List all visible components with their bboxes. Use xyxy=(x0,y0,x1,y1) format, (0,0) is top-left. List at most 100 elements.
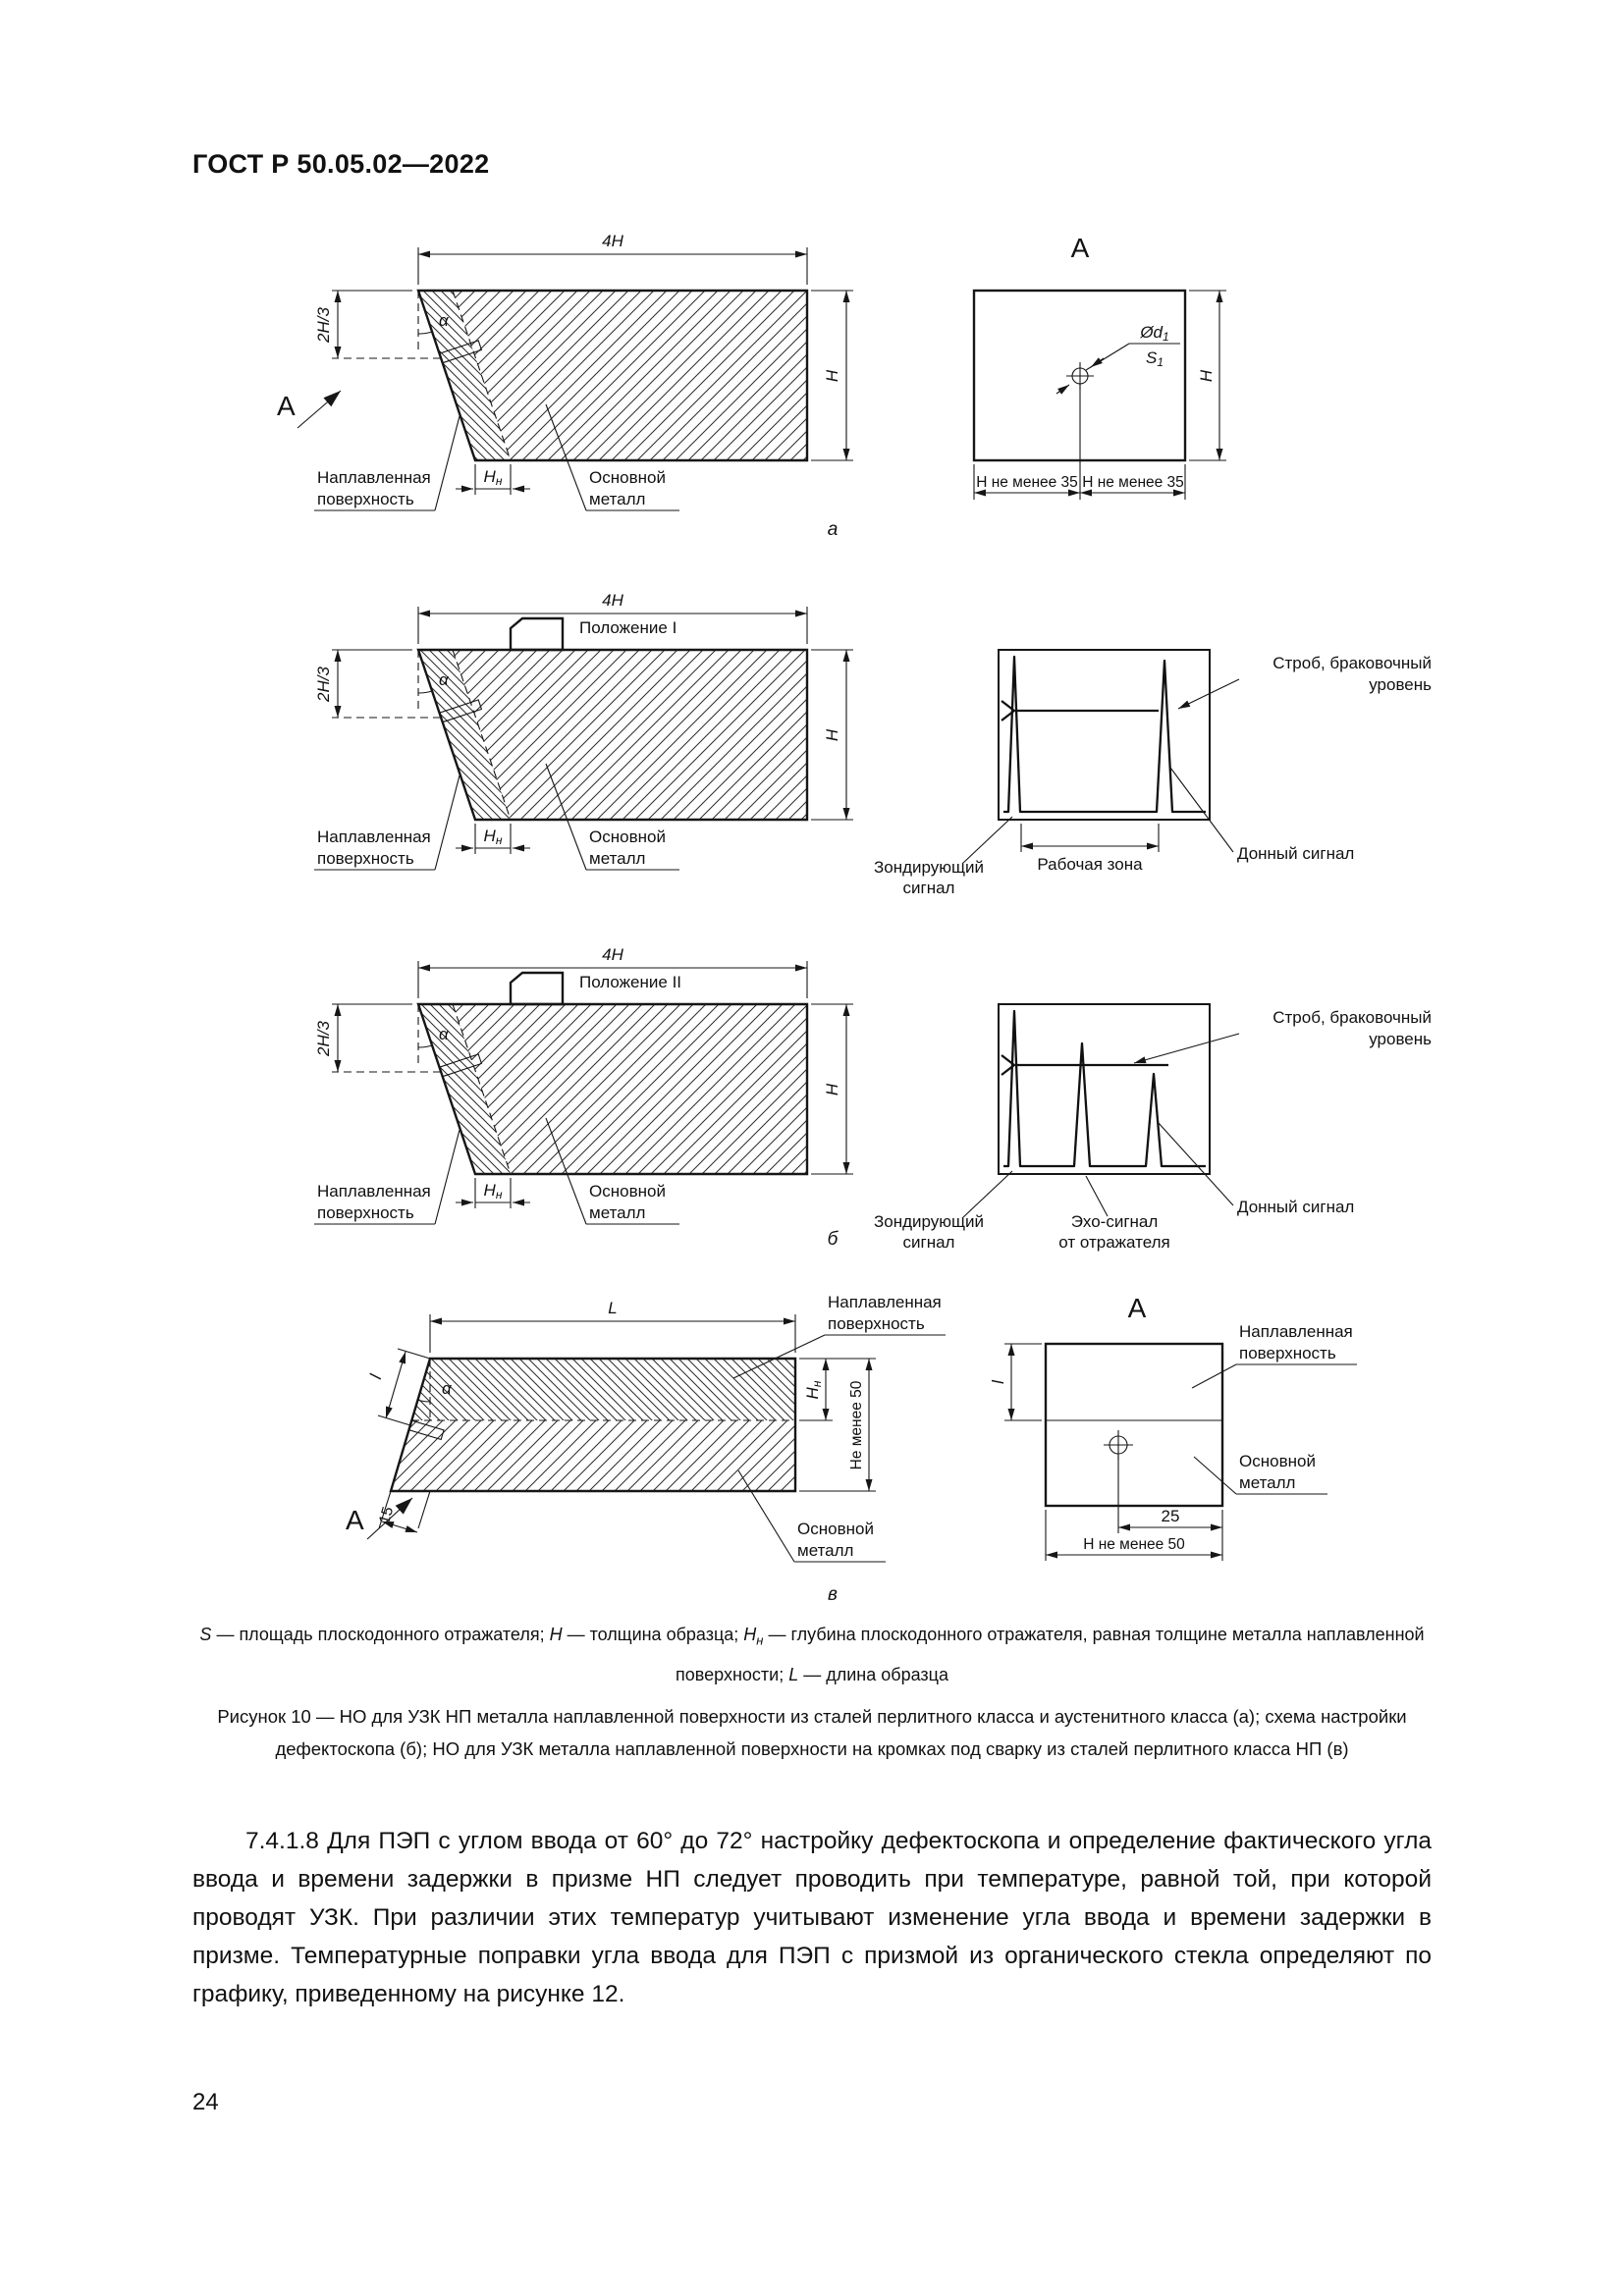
transducer: Положение II xyxy=(509,971,681,1006)
dim-h-view: H xyxy=(1189,290,1226,461)
label-probe-pulse: Зондирующий сигнал xyxy=(874,816,1013,897)
specimen-outline xyxy=(416,648,809,822)
fig-v-specimen: α L l 15 А xyxy=(346,1293,946,1563)
specimen-outline xyxy=(416,1002,809,1176)
figure-legend: S — площадь плоскодонного отражателя; Н … xyxy=(199,1625,1425,1684)
dim-4h: 4H xyxy=(417,945,808,998)
svg-text:Основной: Основной xyxy=(589,828,666,846)
svg-text:А: А xyxy=(277,391,296,421)
hole-callout: Ød1 S1 xyxy=(1085,323,1180,371)
svg-text:металл: металл xyxy=(589,1203,645,1222)
svg-text:поверхность: поверхность xyxy=(317,849,414,868)
label-base-metal: Основной металл xyxy=(545,403,679,511)
svg-text:l: l xyxy=(366,1371,386,1381)
dim-l-slant: l xyxy=(366,1348,431,1426)
svg-text:H: H xyxy=(823,1083,841,1095)
specimen-outline xyxy=(416,289,809,462)
svg-text:L: L xyxy=(608,1299,617,1317)
sub-label-a: а xyxy=(828,519,839,540)
svg-text:Зондирующий: Зондирующий xyxy=(874,1212,984,1231)
svg-text:Ød1: Ød1 xyxy=(1139,323,1168,344)
svg-text:S1: S1 xyxy=(1146,348,1164,369)
dim-hn-right: Нн xyxy=(799,1358,876,1421)
view-direction-arrow: А xyxy=(346,1497,413,1540)
view-direction-arrow: А xyxy=(277,390,342,429)
screen xyxy=(998,649,1211,821)
svg-text:Наплавленная: Наплавленная xyxy=(828,1293,942,1311)
view-face xyxy=(1044,1342,1224,1508)
svg-text:H: H xyxy=(1197,369,1216,382)
label-base-metal: Основной металл xyxy=(1193,1452,1327,1495)
overlay-hatch xyxy=(411,1359,795,1420)
svg-text:H: H xyxy=(823,728,841,741)
svg-text:сигнал: сигнал xyxy=(903,879,955,897)
label-echo-signal: Эхо-сигнал от отражателя xyxy=(1058,1175,1170,1252)
angle-alpha-label: α xyxy=(439,311,450,330)
svg-text:уровень: уровень xyxy=(1369,675,1432,694)
figure-caption: Рисунок 10 — НО для УЗК НП металла напла… xyxy=(217,1706,1407,1759)
gate-marker xyxy=(1001,700,1016,721)
position-label: Положение II xyxy=(579,973,681,991)
fig-b1-scope: Строб, браковочный уровень Зондирующий с… xyxy=(874,649,1432,897)
svg-text:уровень: уровень xyxy=(1369,1030,1432,1048)
svg-text:А: А xyxy=(346,1505,364,1535)
svg-text:Нн: Нн xyxy=(484,467,503,488)
dim-bottom: Н не менее 35 Н не менее 35 xyxy=(973,384,1186,500)
a-scan-trace xyxy=(1003,1009,1206,1168)
svg-text:Нн: Нн xyxy=(484,827,503,847)
svg-text:Строб, браковочный: Строб, браковочный xyxy=(1272,1008,1432,1027)
label-work-zone: Рабочая зона xyxy=(1020,824,1160,874)
overlay-hatch xyxy=(418,650,511,820)
svg-text:Наплавленная: Наплавленная xyxy=(317,828,431,846)
base-metal-hatch xyxy=(453,650,807,820)
svg-text:Наплавленная: Наплавленная xyxy=(1239,1322,1353,1341)
svg-text:H: H xyxy=(823,369,841,382)
svg-text:Основной: Основной xyxy=(589,468,666,487)
base-metal-hatch xyxy=(453,1004,807,1174)
svg-text:Строб, браковочный: Строб, браковочный xyxy=(1272,654,1432,672)
svg-text:Эхо-сигнал: Эхо-сигнал xyxy=(1071,1212,1159,1231)
svg-text:2H/3: 2H/3 xyxy=(314,1021,333,1057)
label-gate: Строб, браковочный уровень xyxy=(1133,1008,1432,1064)
label-overlay-surface: Наплавленная поверхность xyxy=(314,1129,460,1225)
svg-text:Зондирующий: Зондирующий xyxy=(874,858,984,877)
dim-length: L xyxy=(429,1299,796,1353)
dim-4h: 4H xyxy=(417,232,808,285)
fig-a-specimen: α 4H 2H/3 H xyxy=(277,232,853,511)
label-overlay-surface: Наплавленная поверхность xyxy=(732,1293,946,1379)
label-gate: Строб, браковочный уровень xyxy=(1177,654,1432,710)
dim-h: H xyxy=(811,649,853,821)
dim-h-min50: Н не менее 50 xyxy=(1045,1510,1223,1561)
svg-text:поверхность: поверхность xyxy=(828,1314,925,1333)
svg-text:Основной: Основной xyxy=(797,1520,874,1538)
svg-text:металл: металл xyxy=(589,849,645,868)
page-number: 24 xyxy=(192,2089,219,2115)
svg-text:Н не менее 35: Н не менее 35 xyxy=(1082,474,1184,491)
dim-15: 15 xyxy=(376,1490,431,1533)
dim-2h3: 2H/3 xyxy=(314,1003,441,1073)
svg-text:2H/3: 2H/3 xyxy=(314,307,333,344)
fig-a-view-a: А Ød1 S1 H xyxy=(972,233,1226,500)
svg-text:металл: металл xyxy=(589,490,645,508)
svg-text:Рабочая зона: Рабочая зона xyxy=(1037,855,1143,874)
dim-h: H xyxy=(811,1003,853,1175)
svg-text:металл: металл xyxy=(797,1541,853,1560)
label-overlay-surface: Наплавленная поверхность xyxy=(314,415,460,511)
fig-b2-specimen: α Положение II 4H 2H/3 H xyxy=(314,945,853,1225)
standard-number: ГОСТ Р 50.05.02—2022 xyxy=(192,149,490,179)
svg-text:2H/3: 2H/3 xyxy=(314,667,333,703)
svg-text:Наплавленная: Наплавленная xyxy=(317,468,431,487)
label-probe-pulse: Зондирующий сигнал xyxy=(874,1170,1013,1252)
paragraph-7-4-1-8: 7.4.1.8 Для ПЭП с углом ввода от 60° до … xyxy=(192,1828,1432,2007)
base-metal-hatch xyxy=(391,1420,795,1491)
svg-text:Донный сигнал: Донный сигнал xyxy=(1237,1198,1354,1216)
dim-h: H xyxy=(811,290,853,461)
screen xyxy=(998,1003,1211,1175)
label-base-metal: Основной металл xyxy=(545,763,679,871)
dim-hn: Нн xyxy=(456,1178,530,1208)
fig-v-view-a: А l Наплавленная поверхность Основной ме… xyxy=(989,1293,1357,1561)
sub-label-b: б xyxy=(828,1229,839,1250)
figure-10-drawings: α 4H 2H/3 H xyxy=(277,232,1432,1605)
base-metal-hatch xyxy=(453,291,807,460)
